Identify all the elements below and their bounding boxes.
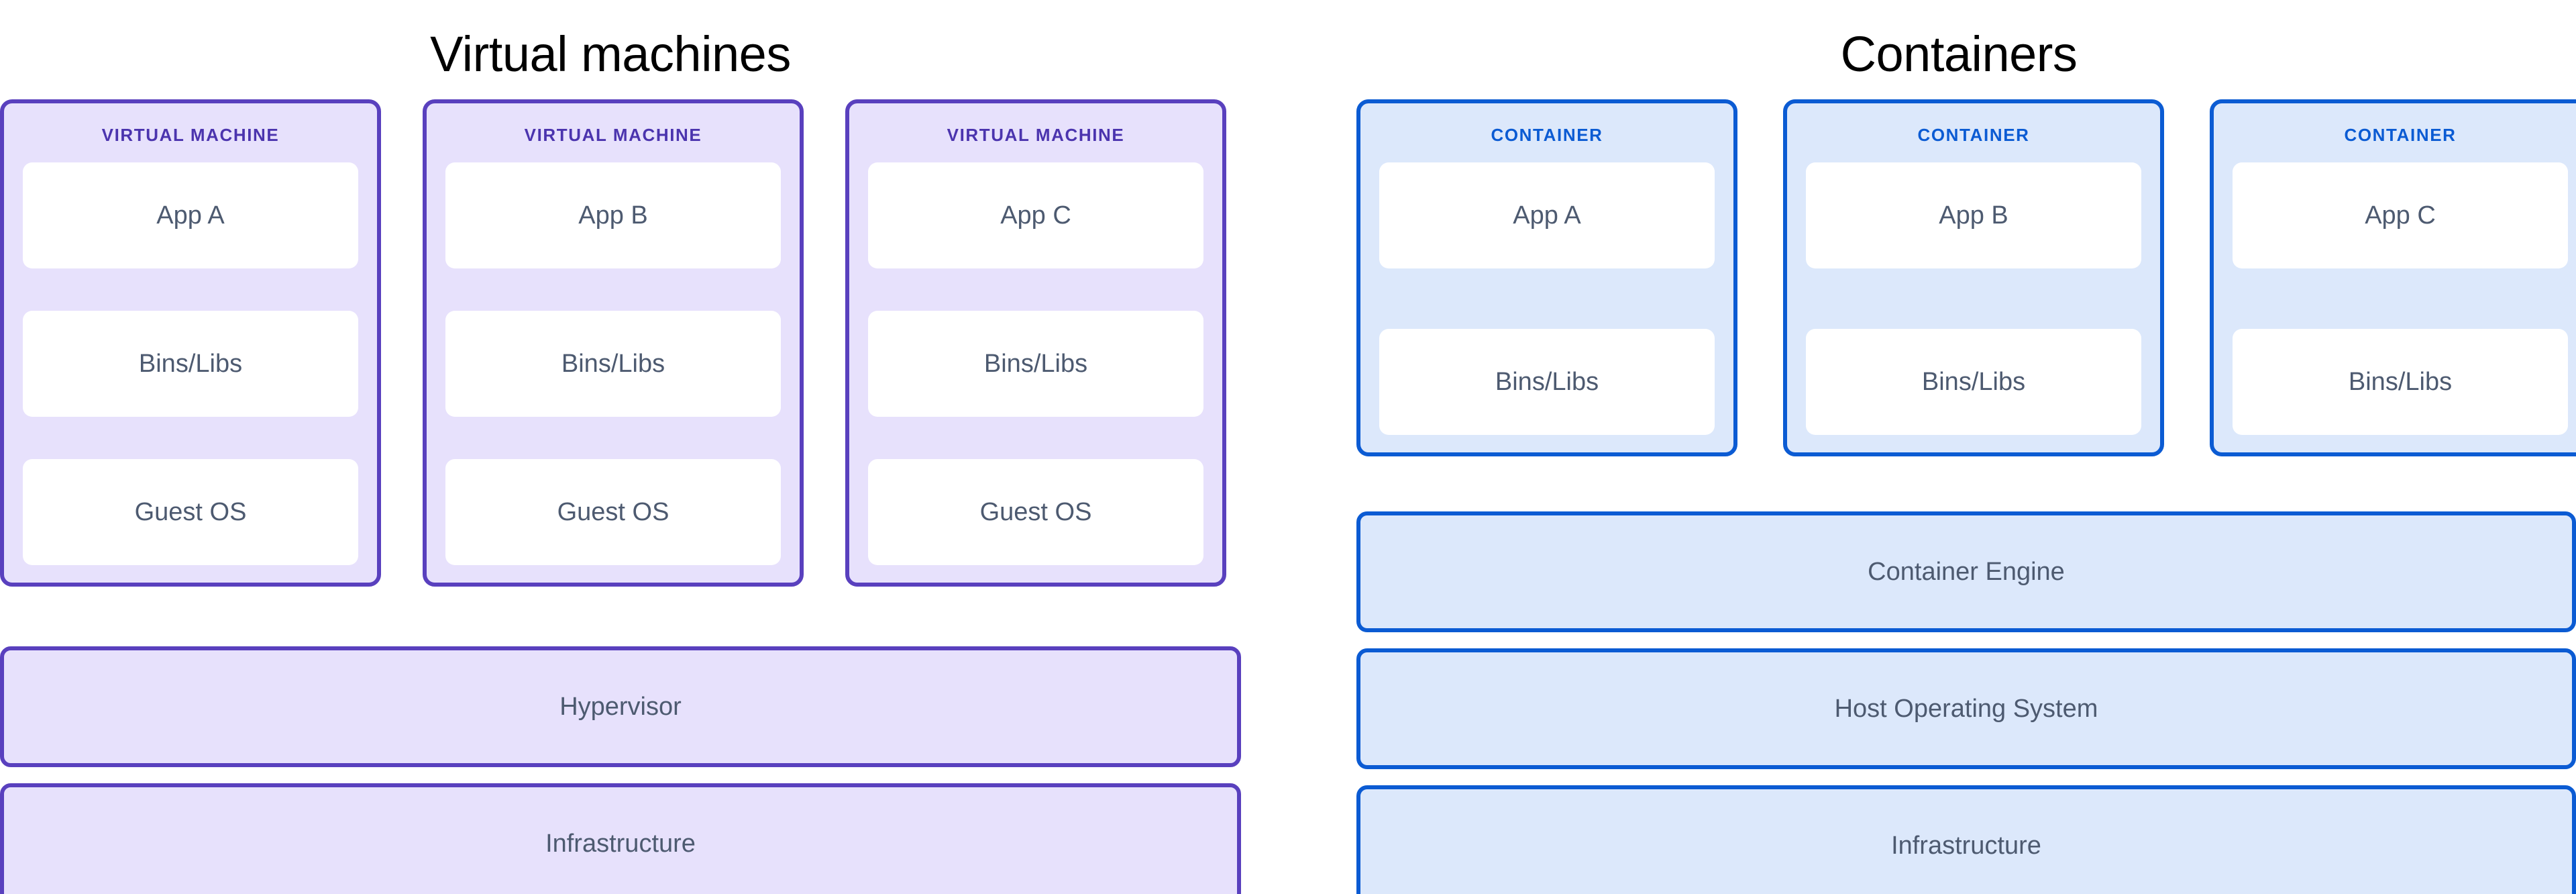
virtual-machine-layer-list: App B Bins/Libs Guest OS (445, 162, 781, 565)
virtual-machine-card-label: VIRTUAL MACHINE (947, 125, 1125, 145)
layer-bins-libs: Bins/Libs (445, 311, 781, 417)
container-card-label: CONTAINER (1917, 125, 2030, 145)
layer-guest-os: Guest OS (868, 459, 1203, 565)
layer-bins-libs: Bins/Libs (1806, 329, 2141, 435)
virtual-machine-card-label: VIRTUAL MACHINE (101, 125, 280, 145)
layer-bins-libs: Bins/Libs (868, 311, 1203, 417)
containers-base-bars: Container Engine Host Operating System I… (1356, 511, 2576, 894)
container-card[interactable]: CONTAINER App A Bins/Libs (1356, 99, 1737, 456)
layer-bins-libs: Bins/Libs (2233, 329, 2568, 435)
containers-title: Containers (1840, 26, 2078, 82)
layer-app: App A (23, 162, 358, 268)
layer-app: App C (868, 162, 1203, 268)
layer-app: App B (445, 162, 781, 268)
virtual-machine-card[interactable]: VIRTUAL MACHINE App B Bins/Libs Guest OS (423, 99, 804, 587)
virtual-machine-layer-list: App C Bins/Libs Guest OS (868, 162, 1203, 565)
virtual-machine-card-label: VIRTUAL MACHINE (524, 125, 702, 145)
container-layer-list: App C Bins/Libs (2233, 162, 2568, 435)
virtual-machine-layer-list: App A Bins/Libs Guest OS (23, 162, 358, 565)
layer-app: App B (1806, 162, 2141, 268)
container-card-row: CONTAINER App A Bins/Libs CONTAINER App … (1356, 99, 2576, 456)
layer-guest-os: Guest OS (445, 459, 781, 565)
host-operating-system-bar[interactable]: Host Operating System (1356, 648, 2576, 769)
layer-bins-libs: Bins/Libs (23, 311, 358, 417)
virtual-machine-card[interactable]: VIRTUAL MACHINE App C Bins/Libs Guest OS (845, 99, 1226, 587)
container-engine-bar[interactable]: Container Engine (1356, 511, 2576, 632)
container-layer-list: App B Bins/Libs (1806, 162, 2141, 435)
container-card-label: CONTAINER (2344, 125, 2457, 145)
hypervisor-bar[interactable]: Hypervisor (0, 646, 1241, 767)
virtual-machines-panel: Virtual machines VIRTUAL MACHINE App A B… (0, 0, 1241, 894)
container-infrastructure-bar[interactable]: Infrastructure (1356, 785, 2576, 894)
container-card-label: CONTAINER (1491, 125, 1603, 145)
containers-panel: Containers CONTAINER App A Bins/Libs CON… (1356, 0, 2576, 894)
layer-bins-libs: Bins/Libs (1379, 329, 1715, 435)
virtual-machine-card-row: VIRTUAL MACHINE App A Bins/Libs Guest OS… (0, 99, 1226, 587)
layer-app: App A (1379, 162, 1715, 268)
vm-infrastructure-bar[interactable]: Infrastructure (0, 783, 1241, 894)
layer-app: App C (2233, 162, 2568, 268)
virtual-machine-card[interactable]: VIRTUAL MACHINE App A Bins/Libs Guest OS (0, 99, 381, 587)
container-card[interactable]: CONTAINER App B Bins/Libs (1783, 99, 2164, 456)
virtual-machines-title: Virtual machines (430, 26, 791, 82)
container-layer-list: App A Bins/Libs (1379, 162, 1715, 435)
container-card[interactable]: CONTAINER App C Bins/Libs (2210, 99, 2576, 456)
virtual-machines-base-bars: Hypervisor Infrastructure (0, 646, 1241, 894)
layer-guest-os: Guest OS (23, 459, 358, 565)
